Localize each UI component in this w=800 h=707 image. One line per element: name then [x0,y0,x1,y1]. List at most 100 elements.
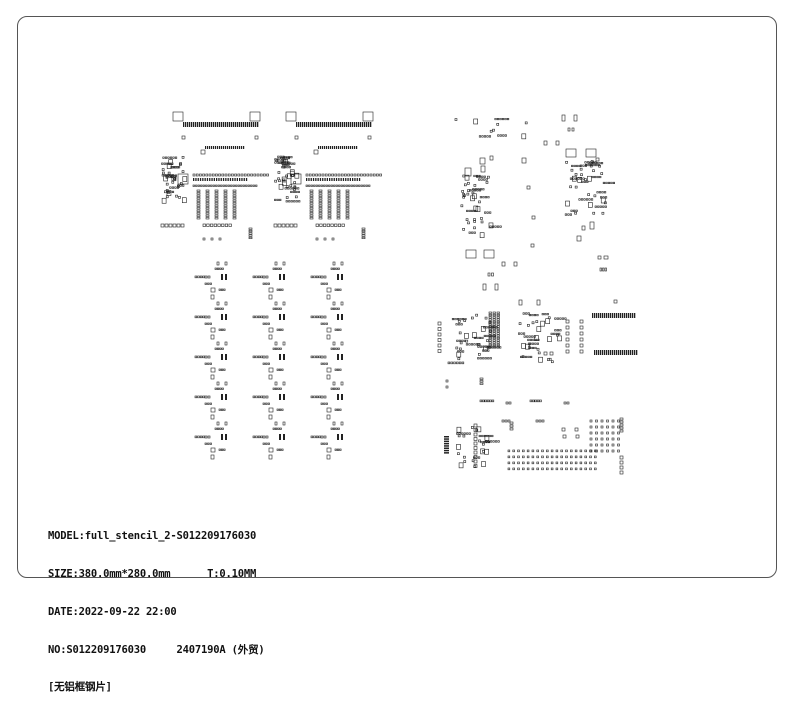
pad [345,194,350,197]
pad [474,188,477,191]
pad [205,197,210,200]
pad [274,427,278,430]
pad [340,122,342,127]
pad [315,173,318,177]
pad [470,343,473,346]
pad [308,122,310,127]
pad [354,178,356,181]
pad [221,408,224,411]
pad [492,440,495,443]
pad [579,449,583,453]
pad [223,197,228,200]
pad [536,326,542,332]
pad [225,274,227,280]
pad [531,467,535,471]
pad [502,134,505,137]
pad [285,196,289,199]
pad [219,122,221,127]
pad [204,178,206,181]
pad [330,347,333,350]
pad [595,162,599,165]
pad [459,350,462,353]
pad [537,351,541,355]
pad [340,184,343,187]
pad [265,275,269,279]
pad [579,343,584,348]
pad [595,437,598,441]
pad [361,230,366,233]
pad [619,455,624,460]
pad [496,334,500,337]
pad [210,407,216,413]
pad [232,214,237,217]
pad [337,394,339,400]
pad [602,350,604,355]
pad [221,288,224,291]
pad [320,395,324,399]
pad [260,435,263,439]
pad [196,194,201,197]
pad [473,464,478,468]
pad [574,467,578,471]
pad [172,223,177,228]
pad [268,454,273,460]
pad [231,122,233,127]
pad [634,350,636,355]
pad [325,362,328,365]
pad [566,401,570,405]
pad [297,187,300,190]
pad [323,402,326,405]
pad [207,355,211,359]
pad [345,209,350,212]
pad [354,146,356,149]
pad [336,199,341,202]
pad [194,355,198,359]
stencil-frame [17,16,777,578]
pad [489,225,492,228]
pad [323,275,327,279]
pad [205,202,210,205]
pad [490,440,493,443]
pad [253,122,255,127]
pad [539,399,542,403]
pad [361,234,366,237]
pad [318,173,322,177]
pad [247,184,250,187]
pad [471,316,474,320]
pad [594,175,597,179]
pad [340,301,344,306]
pad [219,387,222,390]
pad [538,419,542,423]
pad [617,437,620,441]
pad [232,209,237,212]
pad [300,122,302,127]
pad [585,148,597,158]
pad [546,313,549,316]
pad [459,318,462,321]
pad [499,225,502,228]
pad [601,211,605,215]
pad [207,442,210,445]
pad [283,434,285,440]
pad [345,199,350,202]
pad [456,444,461,450]
pad [574,461,578,465]
pad [223,189,228,192]
pad [574,449,578,453]
pad [326,146,328,149]
pad [237,184,240,187]
pad [473,174,476,178]
pad [583,180,586,183]
pad [337,267,340,270]
pad [478,343,481,346]
pad [529,338,532,341]
pad [225,314,227,320]
pad [496,343,500,347]
pad [541,449,544,453]
pad [487,440,490,443]
pad [176,186,179,189]
pad [534,342,537,345]
pad [285,174,288,178]
pad [541,455,544,459]
pad [600,431,604,435]
